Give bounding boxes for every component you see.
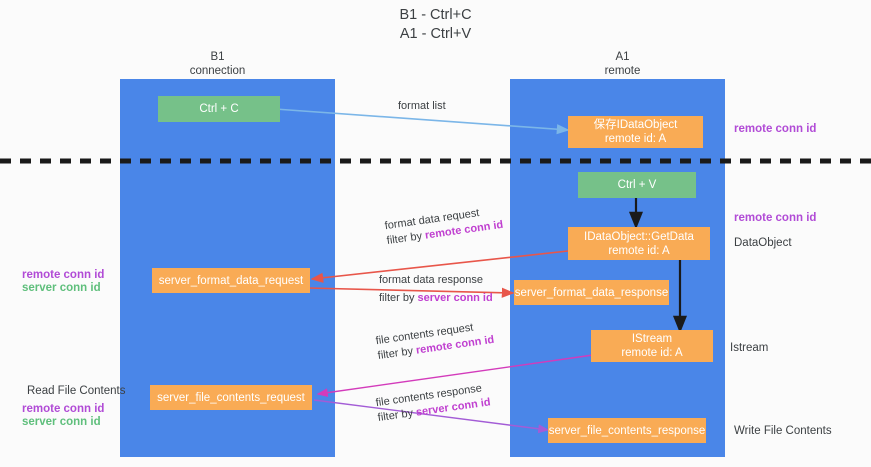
box-save-idataobject-line-1: 保存IDataObject [593,119,678,131]
box-istream-line-2: remote id: A [621,347,683,359]
edge-label-format-list: format list [398,99,446,114]
box-save-idataobject-line-2: remote id: A [604,133,667,145]
box-ctrl-c-label: Ctrl + C [199,103,239,115]
box-istream[interactable]: IStream remote id: A [591,330,713,362]
page-title-line-2: A1 - Ctrl+V [399,26,472,42]
annotation-remote-conn-id-mid: remote conn id [734,212,817,224]
edge-label-file-contents-response: file contents response filter by server … [375,380,492,426]
annotation-remote-conn-id-top: remote conn id [734,123,817,135]
box-idataobject-getdata-line-1: IDataObject::GetData [584,230,694,243]
column-header-b1-role: connection [189,65,246,77]
annotation-left-server-conn-id-mid: server conn id [22,282,101,294]
filter-prefix: filter by [377,406,417,425]
annotation-read-file-contents: Read File Contents [27,385,126,397]
box-idataobject-getdata[interactable]: IDataObject::GetData remote id: A [568,227,710,260]
annotation-write-file-contents: Write File Contents [734,425,832,437]
column-header-b1: B1 connection [155,50,280,78]
box-server-file-contents-response-label: server_file_contents_response [548,424,706,437]
box-server-format-data-response-label: server_format_data_response [514,286,669,299]
page-title: B1 - Ctrl+C A1 - Ctrl+V [0,6,871,44]
box-save-idataobject[interactable]: 保存IDataObject remote id: A [568,116,703,148]
annotation-left-remote-conn-id-mid: remote conn id [22,269,105,281]
annotation-left-server-conn-id-bottom: server conn id [22,416,101,428]
column-header-a1-role: remote [604,65,641,77]
filter-key: server conn id [417,292,493,304]
filter-prefix: filter by [379,292,418,304]
edge-label-format-data-response-filter: filter by server conn id [379,291,493,306]
box-ctrl-v-label: Ctrl + V [617,179,657,191]
column-header-b1-name: B1 [210,51,225,63]
box-server-format-data-request[interactable]: server_format_data_request [152,268,310,293]
edge-label-format-list-text: format list [398,100,446,112]
box-ctrl-v[interactable]: Ctrl + V [578,172,696,198]
box-istream-line-1: IStream [631,333,673,345]
box-server-file-contents-request-label: server_file_contents_request [157,391,305,404]
box-idataobject-getdata-line-2: remote id: A [608,244,670,257]
annotation-istream: Istream [730,342,769,354]
annotation-left-remote-conn-id-bottom: remote conn id [22,403,105,415]
box-server-file-contents-response[interactable]: server_file_contents_response [548,418,706,443]
edge-label-format-data-response-text: format data response [379,274,483,286]
box-server-format-data-request-label: server_format_data_request [158,274,304,287]
box-server-file-contents-request[interactable]: server_file_contents_request [150,385,312,410]
filter-prefix: filter by [386,229,426,248]
annotation-dataobject: DataObject [734,237,792,249]
box-server-format-data-response[interactable]: server_format_data_response [514,280,669,305]
edge-label-format-data-request: format data request filter by remote con… [384,203,504,249]
edge-label-format-data-response: format data response filter by server co… [379,273,493,306]
edge-label-file-contents-request: file contents request filter by remote c… [375,318,495,364]
box-ctrl-c[interactable]: Ctrl + C [158,96,280,122]
filter-prefix: filter by [377,344,417,363]
column-header-a1: A1 remote [560,50,685,78]
column-header-a1-name: A1 [615,51,630,63]
page-title-line-1: B1 - Ctrl+C [399,7,472,23]
